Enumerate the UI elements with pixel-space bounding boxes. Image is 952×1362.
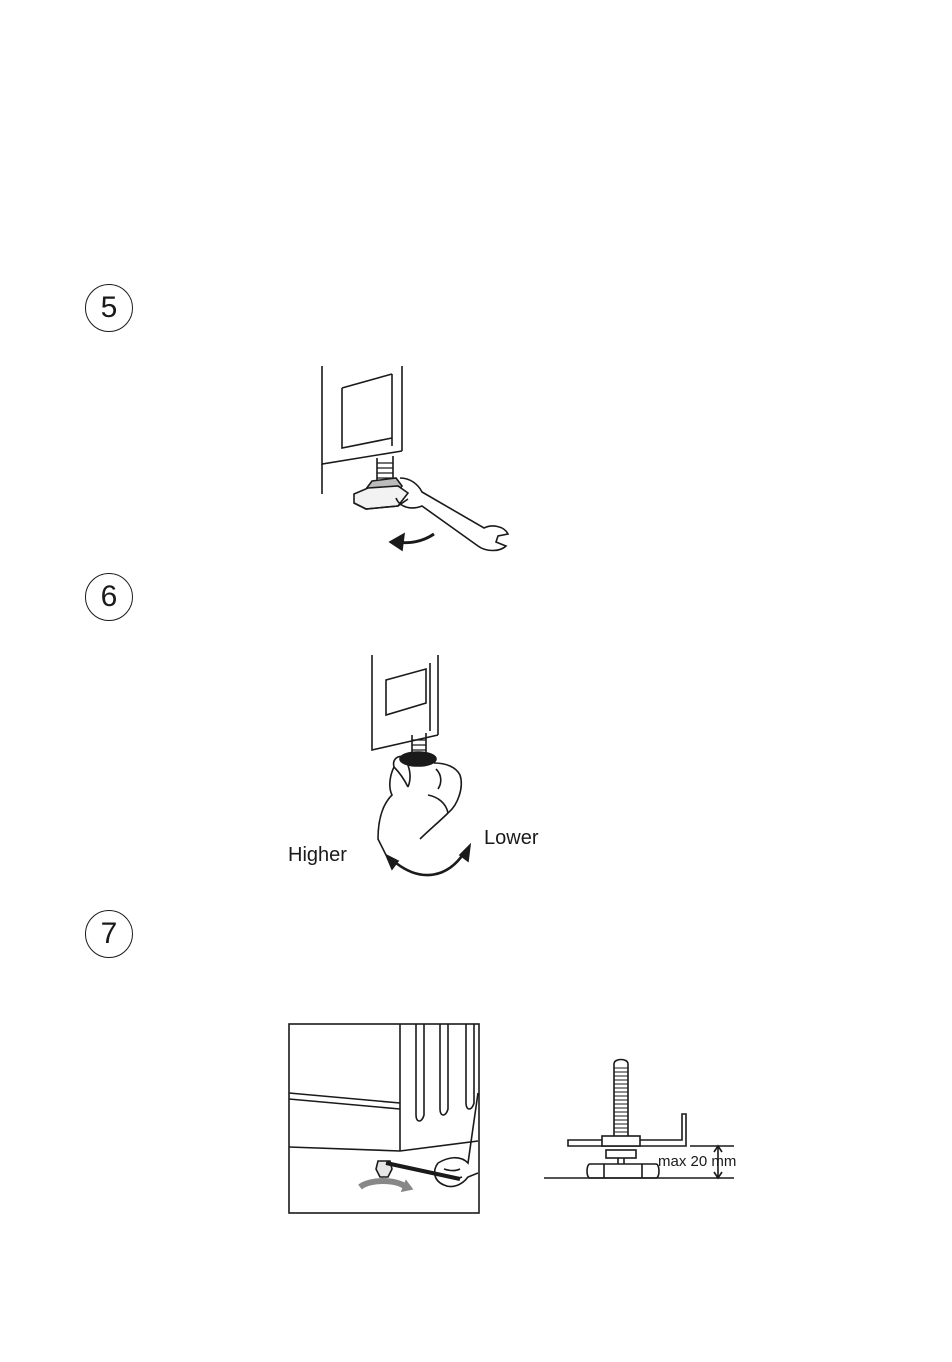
step-number-7-text: 7 — [101, 919, 118, 949]
lower-label: Lower — [484, 828, 538, 848]
max-height-label: max 20 mm — [658, 1154, 736, 1169]
step-number-5: 5 — [85, 284, 133, 332]
step-number-6: 6 — [85, 573, 133, 621]
higher-label: Higher — [288, 845, 347, 865]
step-number-5-text: 5 — [101, 293, 118, 323]
wrench-loosen-locknut-icon — [272, 366, 522, 566]
step-number-7: 7 — [85, 910, 133, 958]
step-number-6-text: 6 — [101, 582, 118, 612]
wrench-under-cabinet-icon — [288, 1023, 480, 1215]
